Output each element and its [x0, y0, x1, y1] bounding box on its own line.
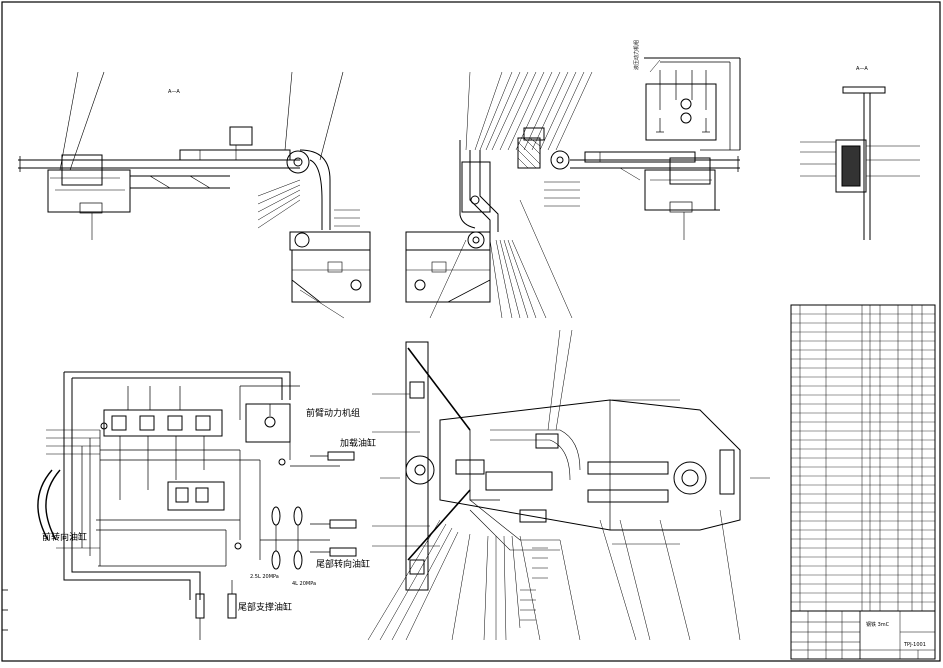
power-unit-label: 液压动力机组	[633, 40, 640, 70]
label-rear-support-cylinder: 尾部支撑油缸	[238, 601, 292, 613]
label-front-power-unit: 前臂动力机组	[306, 407, 360, 419]
hydraulic-schematic	[37, 371, 357, 640]
title-block	[790, 610, 936, 660]
label-pressure-2: 4L 20MPa	[292, 581, 316, 587]
label-pressure-1: 2.5L 20MPa	[250, 574, 279, 580]
plan-view	[367, 329, 770, 641]
bom-table	[790, 304, 936, 612]
title-code: TPJ-1001	[903, 642, 926, 648]
section-mark-right: A—A	[856, 66, 868, 72]
top-left-view	[18, 71, 371, 319]
label-front-steer-cylinder: 前转向油缸	[42, 531, 87, 543]
title-name: 钢铁 3mC	[866, 621, 890, 628]
power-unit-schematic	[644, 57, 741, 151]
detail-view-a	[800, 86, 920, 240]
label-boost-cylinder: 加载油缸	[340, 437, 376, 449]
section-mark-left: A—A	[168, 89, 180, 95]
bom-rows	[791, 313, 935, 603]
label-rear-steer-cylinder: 尾部转向油缸	[316, 558, 370, 570]
top-middle-view	[405, 71, 740, 319]
